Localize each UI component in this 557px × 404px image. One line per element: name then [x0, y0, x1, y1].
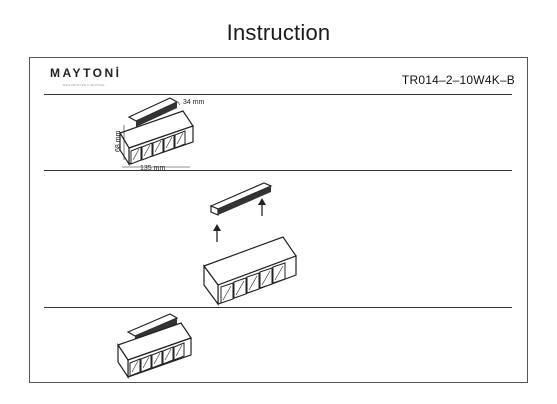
up-arrow-icon	[258, 198, 266, 216]
depth-dimension: 34 mm	[183, 99, 205, 106]
brand-logo: MAYTONİ	[50, 66, 122, 80]
section-divider-1	[44, 170, 512, 171]
up-arrow-icon	[213, 224, 221, 242]
section-divider-2	[44, 307, 512, 308]
assembled-diagram	[117, 313, 192, 379]
instruction-sheet	[29, 57, 528, 383]
mounting-diagram	[203, 182, 297, 306]
header-divider	[44, 94, 512, 95]
dimension-diagram: 34 mm 68 mm 135 mm	[115, 97, 205, 172]
brand-tagline: DECORATIVE LIGHTING	[63, 83, 105, 87]
product-model: TR014–2–10W4K–B	[401, 73, 515, 87]
height-dimension: 68 mm	[115, 130, 122, 152]
page-title: Instruction	[226, 20, 331, 45]
length-dimension: 135 mm	[140, 165, 165, 172]
